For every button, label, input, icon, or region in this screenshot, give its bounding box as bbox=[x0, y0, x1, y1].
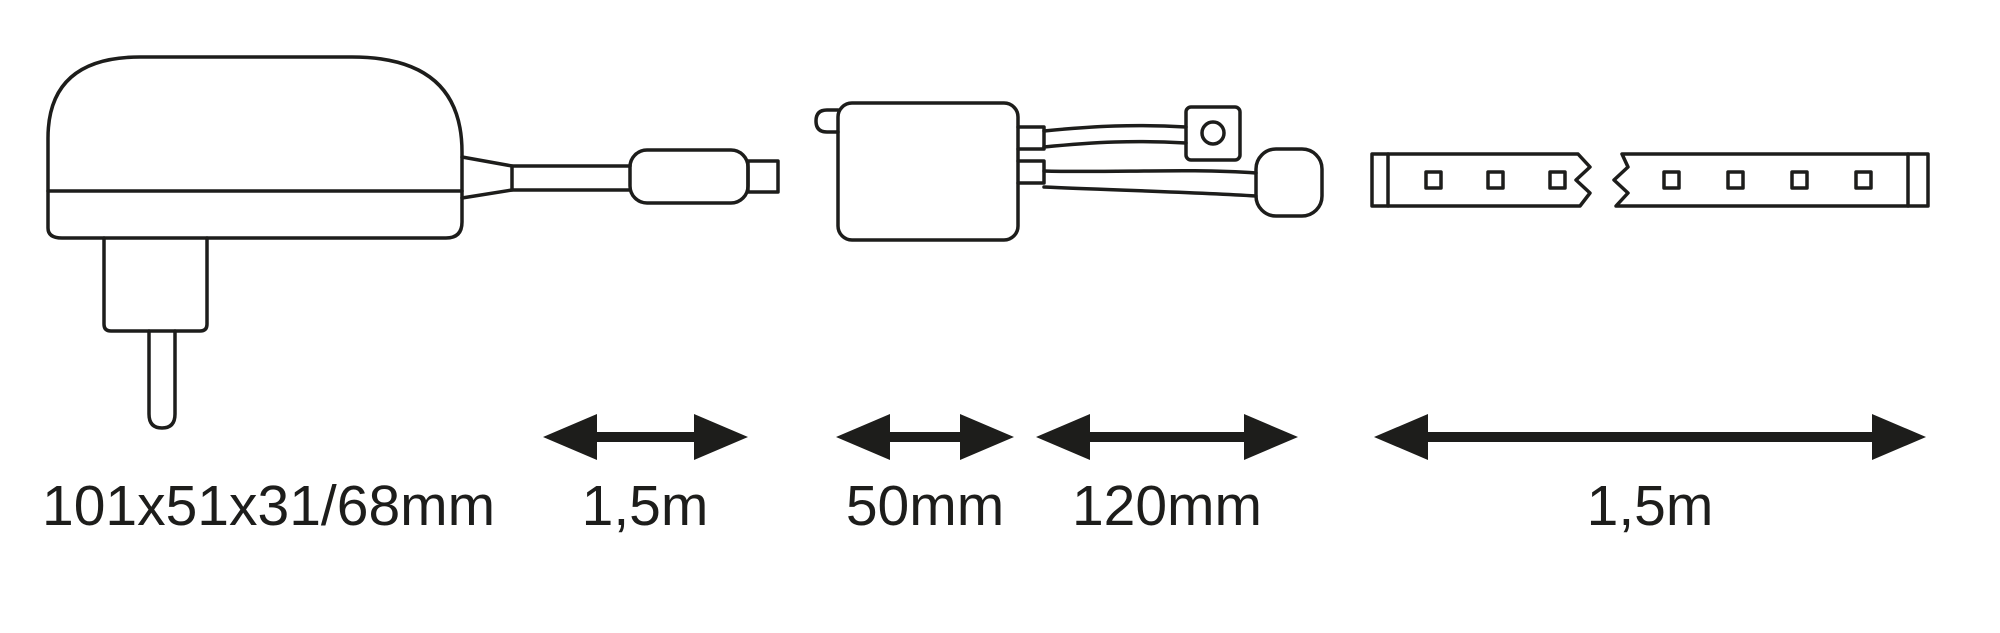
controller-output-stub-top bbox=[1016, 125, 1046, 151]
strip-led bbox=[1790, 170, 1809, 190]
plug-cable-top-line bbox=[1042, 168, 1258, 175]
cable-connector-tip bbox=[746, 159, 780, 194]
strip-led bbox=[1486, 170, 1505, 190]
cable-connector bbox=[628, 148, 750, 205]
dimension-arrow-cable bbox=[543, 414, 748, 460]
strip-segment-1 bbox=[1370, 152, 1592, 208]
controller-length-label: 50mm bbox=[846, 474, 1004, 538]
strip-plug-connector bbox=[1254, 147, 1324, 218]
sensor-cable-top-line bbox=[1042, 123, 1188, 133]
cable-length-label: 1,5m bbox=[582, 474, 709, 538]
cable-strain-relief bbox=[460, 155, 514, 200]
power-cable-drawing bbox=[460, 148, 780, 205]
arrow-head-right bbox=[960, 414, 1014, 460]
sensor-cable-bottom-line bbox=[1042, 139, 1188, 149]
arrow-head-right bbox=[694, 414, 748, 460]
adapter-plug-block bbox=[102, 236, 209, 333]
controller-cable-length-label: 120mm bbox=[1072, 474, 1262, 538]
dimension-arrow-strip bbox=[1374, 414, 1926, 460]
strip-led bbox=[1726, 170, 1745, 190]
strip-led bbox=[1548, 170, 1567, 190]
arrow-head-right bbox=[1872, 414, 1926, 460]
controller-body bbox=[836, 101, 1020, 242]
arrow-head-left bbox=[543, 414, 597, 460]
controller-drawing bbox=[814, 101, 1324, 242]
strip-led bbox=[1854, 170, 1873, 190]
adapter-dimensions-label: 101x51x31/68mm bbox=[42, 474, 495, 538]
adapter-plug-pin bbox=[147, 329, 177, 430]
plug-cable-bottom-line bbox=[1042, 185, 1258, 198]
sensor-connector-hole bbox=[1200, 120, 1226, 146]
led-strip-drawing bbox=[1370, 152, 1930, 208]
arrow-head-right bbox=[1244, 414, 1298, 460]
dimension-arrow-controller bbox=[836, 414, 1014, 460]
strip-led bbox=[1424, 170, 1443, 190]
power-adapter-drawing bbox=[46, 55, 464, 430]
sensor-connector bbox=[1184, 105, 1242, 162]
arrow-head-left bbox=[1374, 414, 1428, 460]
controller-mounting-tab bbox=[814, 108, 840, 134]
adapter-body bbox=[46, 55, 464, 240]
controller-output-stub-bottom bbox=[1016, 159, 1046, 185]
strip-led bbox=[1662, 170, 1681, 190]
dimension-arrow-controller-cables bbox=[1036, 414, 1298, 460]
strip-segment-2 bbox=[1612, 152, 1930, 208]
arrow-head-left bbox=[1036, 414, 1090, 460]
arrow-head-left bbox=[836, 414, 890, 460]
strip-length-label: 1,5m bbox=[1587, 474, 1714, 538]
